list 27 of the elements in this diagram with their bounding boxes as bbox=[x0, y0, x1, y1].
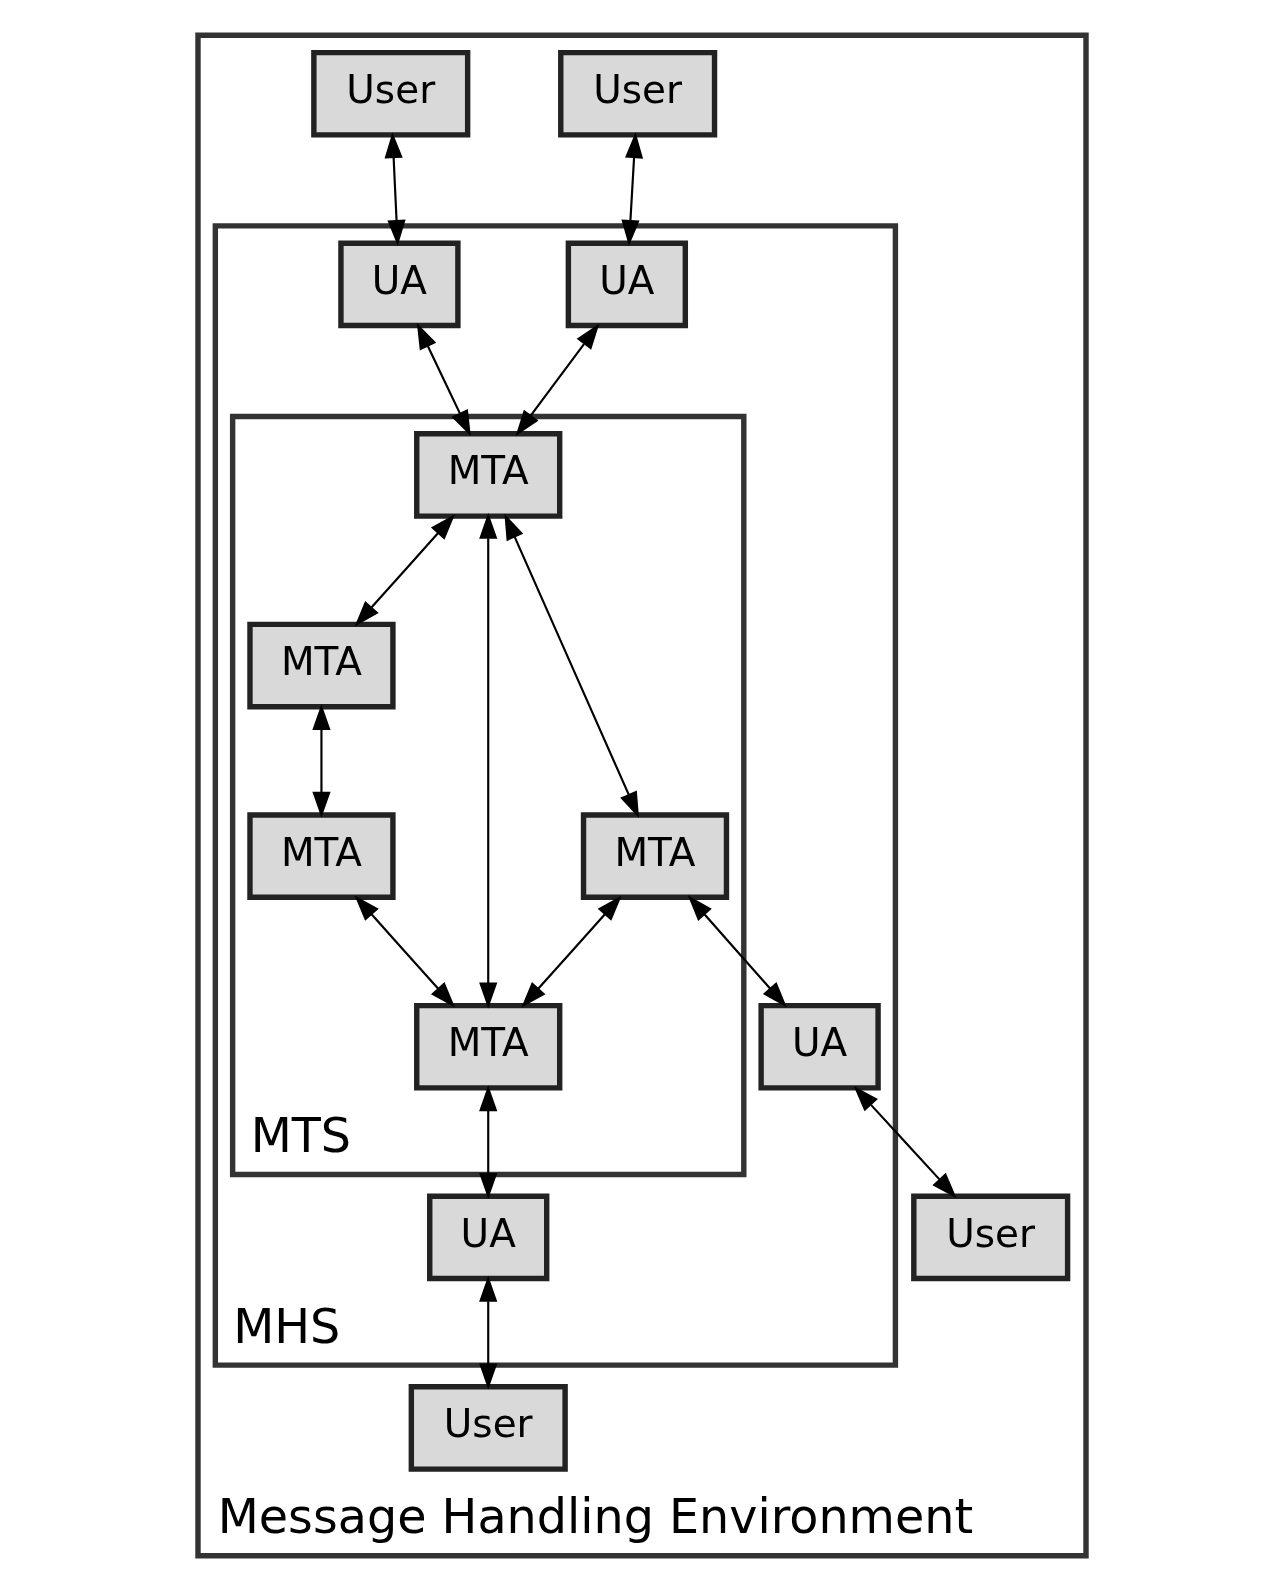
arrow bbox=[416, 322, 471, 436]
arrow bbox=[521, 894, 622, 1008]
node-box: MTA bbox=[414, 1002, 563, 1091]
node-box: MTA bbox=[247, 621, 396, 709]
node-box: UA bbox=[565, 240, 689, 328]
arrow bbox=[354, 513, 456, 626]
node-box: UA bbox=[758, 1002, 881, 1091]
arrow bbox=[687, 894, 787, 1008]
arrow bbox=[853, 1085, 957, 1198]
arrow bbox=[312, 703, 331, 818]
arrow bbox=[621, 131, 644, 246]
node-box: MTA bbox=[247, 811, 396, 900]
node-box: MTA bbox=[580, 811, 730, 900]
node-box: UA bbox=[427, 1193, 550, 1281]
arrow bbox=[515, 322, 600, 436]
node-box: User bbox=[911, 1193, 1071, 1281]
node-box: User bbox=[408, 1383, 568, 1472]
node-box: User bbox=[558, 49, 718, 138]
arrow bbox=[479, 512, 498, 1009]
arrow bbox=[504, 513, 639, 818]
arrow bbox=[479, 1275, 498, 1390]
arrow bbox=[384, 131, 406, 246]
node-box: User bbox=[311, 49, 471, 138]
node-box: MTA bbox=[414, 430, 563, 519]
arrow bbox=[354, 894, 456, 1008]
node-box: UA bbox=[338, 240, 461, 328]
arrow bbox=[479, 1084, 498, 1199]
